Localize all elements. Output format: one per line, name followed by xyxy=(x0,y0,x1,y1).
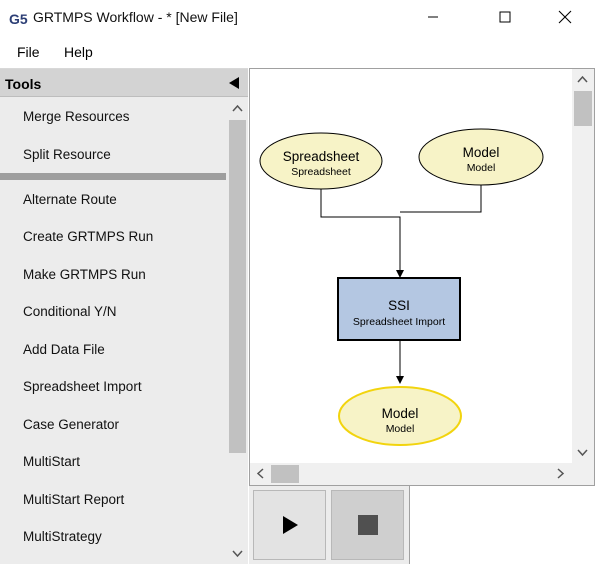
tool-item-case-generator[interactable]: Case Generator xyxy=(23,417,120,432)
tool-item-alternate-route[interactable]: Alternate Route xyxy=(23,192,117,207)
close-button[interactable] xyxy=(542,0,588,34)
tool-item-add-data-file[interactable]: Add Data File xyxy=(23,342,105,357)
tool-item-multistrategy[interactable]: MultiStrategy xyxy=(23,529,102,544)
control-bar xyxy=(249,486,595,564)
svg-text:G5: G5 xyxy=(9,11,28,27)
workflow-diagram: Spreadsheet Spreadsheet Model Model SSI … xyxy=(259,128,544,446)
connector-model-to-ssi xyxy=(400,185,482,213)
node-ssi-process[interactable]: SSI Spreadsheet Import xyxy=(337,277,461,341)
tool-item-merge-resources[interactable]: Merge Resources xyxy=(23,109,130,124)
scroll-down-icon[interactable] xyxy=(232,548,243,559)
node-model-output[interactable]: Model Model xyxy=(338,386,462,446)
tools-header-label: Tools xyxy=(5,76,42,92)
tool-item-create-grtmps-run[interactable]: Create GRTMPS Run xyxy=(23,229,154,244)
maximize-icon xyxy=(499,11,511,23)
menu-file[interactable]: File xyxy=(17,44,40,60)
run-button[interactable] xyxy=(253,490,326,560)
canvas-horizontal-thumb[interactable] xyxy=(271,465,299,483)
tool-item-spreadsheet-import[interactable]: Spreadsheet Import xyxy=(23,379,142,394)
title-bar: G5 GRTMPS Workflow - * [New File] xyxy=(0,0,595,36)
scroll-down-icon[interactable] xyxy=(577,447,588,458)
node-model-input-subtitle: Model xyxy=(467,162,496,174)
node-spreadsheet-subtitle: Spreadsheet xyxy=(291,166,351,178)
status-area xyxy=(409,486,595,564)
scroll-up-icon[interactable] xyxy=(232,103,243,114)
workflow-canvas[interactable]: Spreadsheet Spreadsheet Model Model SSI … xyxy=(250,69,572,463)
canvas-vertical-thumb[interactable] xyxy=(574,91,592,126)
collapse-left-icon[interactable] xyxy=(229,77,239,89)
node-spreadsheet[interactable]: Spreadsheet Spreadsheet xyxy=(259,132,383,190)
tool-item-conditional-yn[interactable]: Conditional Y/N xyxy=(23,304,117,319)
tool-item-make-grtmps-run[interactable]: Make GRTMPS Run xyxy=(23,267,146,282)
node-model-output-title: Model xyxy=(382,406,419,421)
scrollbar-corner xyxy=(572,463,594,485)
node-ssi-title: SSI xyxy=(388,298,410,313)
close-icon xyxy=(558,10,572,24)
canvas-horizontal-scrollbar[interactable] xyxy=(250,463,572,485)
tool-item-split-resource[interactable]: Split Resource xyxy=(23,147,111,162)
tools-header: Tools xyxy=(0,69,248,97)
tools-scrollbar[interactable] xyxy=(228,98,247,564)
app-icon: G5 xyxy=(8,9,28,27)
minimize-button[interactable] xyxy=(410,0,456,34)
menu-help[interactable]: Help xyxy=(64,44,93,60)
scroll-right-icon[interactable] xyxy=(555,468,566,479)
node-model-input[interactable]: Model Model xyxy=(418,128,544,186)
menu-bar: File Help xyxy=(0,36,595,66)
tools-panel: Tools Merge Resources Split Resource Alt… xyxy=(0,68,248,564)
tool-item-multistart-report[interactable]: MultiStart Report xyxy=(23,492,125,507)
tool-item-multistart[interactable]: MultiStart xyxy=(23,454,81,469)
scroll-left-icon[interactable] xyxy=(255,468,266,479)
minimize-icon xyxy=(428,16,438,18)
node-model-output-subtitle: Model xyxy=(386,423,415,435)
tools-divider xyxy=(0,173,226,180)
play-icon xyxy=(282,516,298,534)
maximize-button[interactable] xyxy=(482,0,528,34)
stop-button[interactable] xyxy=(331,490,404,560)
connector-spreadsheet-to-ssi xyxy=(320,189,404,278)
workflow-canvas-frame: Spreadsheet Spreadsheet Model Model SSI … xyxy=(249,68,595,486)
node-spreadsheet-title: Spreadsheet xyxy=(283,149,360,164)
node-model-input-title: Model xyxy=(463,145,500,160)
stop-icon xyxy=(357,515,378,535)
canvas-vertical-scrollbar[interactable] xyxy=(572,69,594,463)
node-ssi-subtitle: Spreadsheet Import xyxy=(353,316,445,328)
scroll-up-icon[interactable] xyxy=(577,74,588,85)
window-title: GRTMPS Workflow - * [New File] xyxy=(33,9,238,25)
tools-scroll-thumb[interactable] xyxy=(229,120,246,453)
